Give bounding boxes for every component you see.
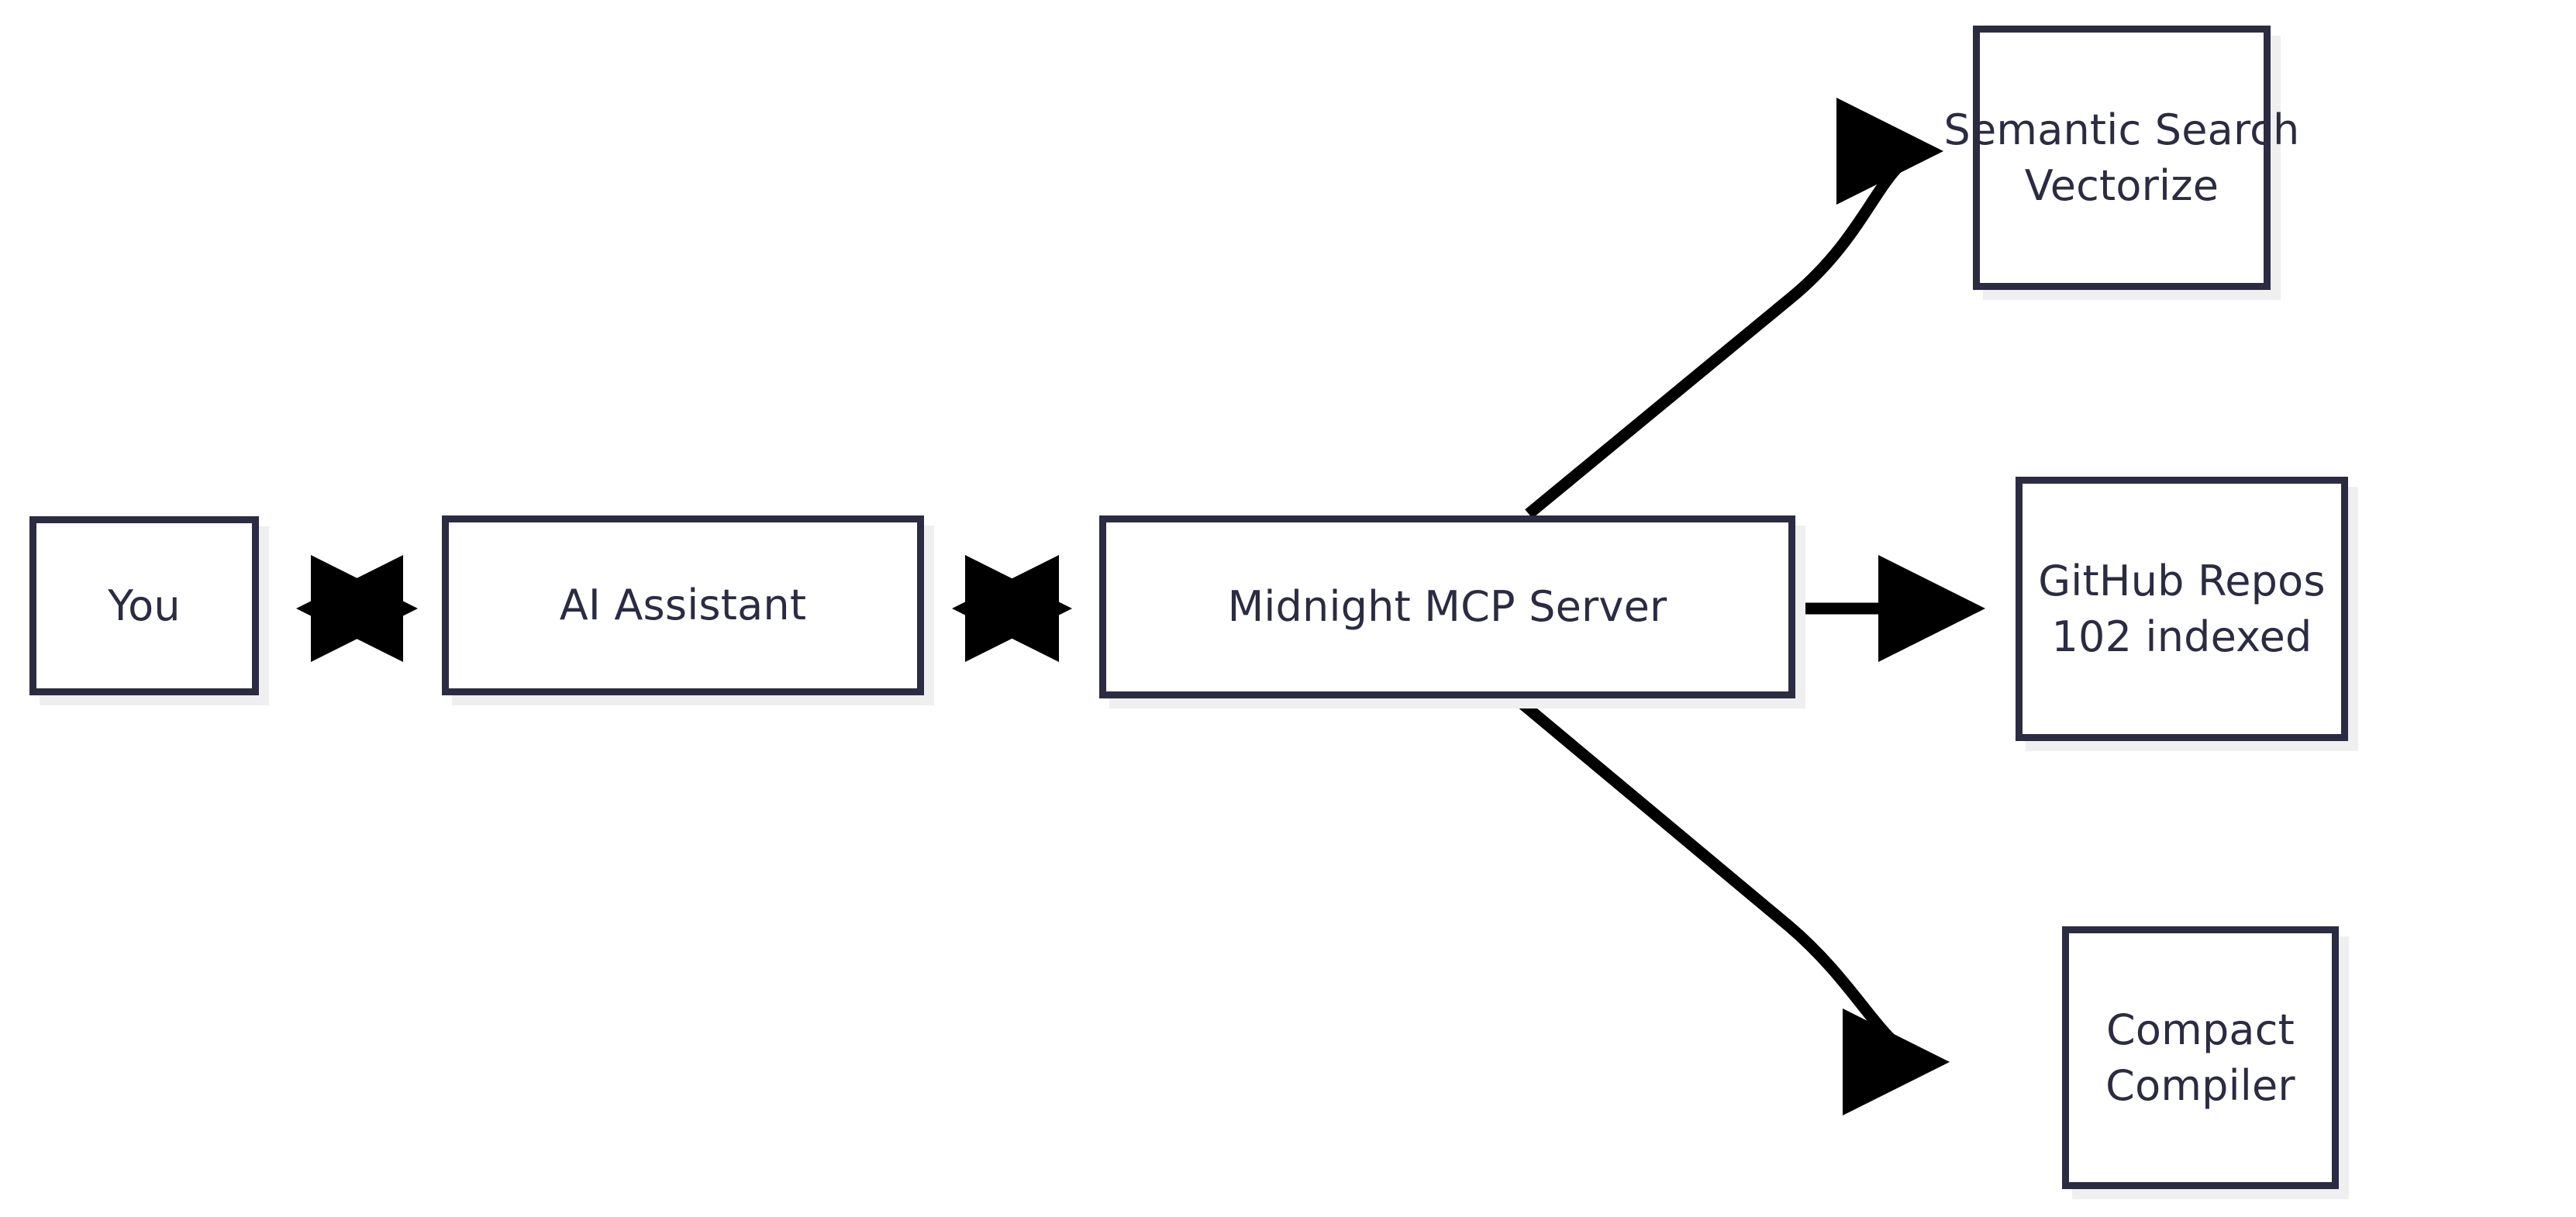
node-github-repos-line-2: 102 indexed: [2051, 612, 2312, 661]
node-compact-compiler[interactable]: Compact Compiler: [2062, 926, 2339, 1189]
edge-mcp-semantic: [1525, 98, 1943, 519]
node-compact-compiler-line-1: Compact: [2106, 1005, 2295, 1055]
node-ai-assistant[interactable]: AI Assistant: [442, 515, 924, 695]
node-midnight-mcp-server-line-1: Midnight MCP Server: [1227, 582, 1667, 632]
node-semantic-search-line-2: Vectorize: [2024, 160, 2219, 210]
node-midnight-mcp-server[interactable]: Midnight MCP Server: [1099, 515, 1795, 698]
node-semantic-search-line-1: Semantic Search: [1943, 105, 2300, 155]
node-you[interactable]: You: [29, 516, 259, 695]
node-compact-compiler-line-2: Compiler: [2105, 1060, 2295, 1110]
node-ai-assistant-line-1: AI Assistant: [559, 581, 807, 630]
node-github-repos[interactable]: GitHub Repos 102 indexed: [2016, 477, 2348, 741]
node-github-repos-line-1: GitHub Repos: [2038, 557, 2326, 606]
node-semantic-search[interactable]: Semantic Search Vectorize: [1944, 26, 2299, 290]
node-you-line-1: You: [108, 581, 181, 630]
edge-mcp-compact: [1514, 695, 1950, 1115]
